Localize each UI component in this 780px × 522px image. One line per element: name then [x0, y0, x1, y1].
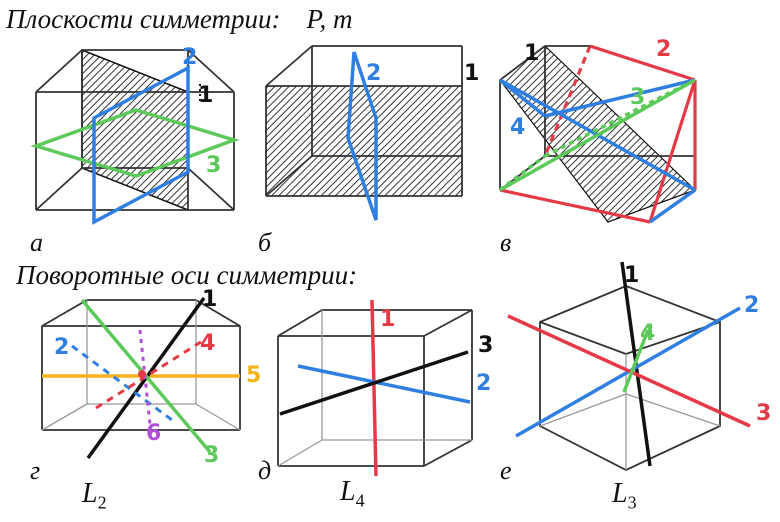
panel-b-num-2: 2: [366, 61, 381, 86]
panel-label-e: е: [500, 456, 512, 485]
panel-g-num-6: 6: [146, 421, 161, 446]
panel-d-num-3: 3: [478, 333, 493, 358]
panel-v-num-1: 1: [524, 41, 539, 66]
panel-b-blue-plane: [346, 51, 378, 221]
panel-g-num-5: 5: [246, 363, 261, 388]
panel-b-cube-edges: [265, 45, 463, 197]
panel-d-num-2: 2: [476, 371, 491, 396]
panel-g-num-2: 2: [54, 335, 69, 360]
panel-v-num-4: 4: [510, 115, 525, 140]
panel-a-num-2: 2: [182, 45, 197, 70]
axis-name-l4: L4: [340, 476, 365, 511]
panel-g-cube-edges: [41, 299, 241, 431]
axes-title: Поворотные оси симметрии:: [16, 260, 358, 290]
panel-a-cube: [30, 48, 240, 225]
panel-d-cube: [277, 299, 473, 477]
panel-d-axis-1: [370, 299, 378, 477]
planes-title-text: Плоскости симметрии:: [6, 4, 281, 34]
panel-e-num-1: 1: [624, 263, 639, 288]
planes-symbols: P, m: [306, 4, 353, 34]
panel-b-cube: [265, 45, 463, 221]
panel-g-axis-6: [138, 329, 152, 425]
panel-e-hexagon: [507, 261, 751, 472]
panel-g-num-3: 3: [204, 443, 219, 468]
panel-d-num-1: 1: [380, 307, 395, 332]
panel-g-num-4: 4: [200, 331, 215, 356]
panel-label-v: в: [500, 228, 512, 257]
axis-name-l3: L3: [612, 478, 637, 513]
panel-e-num-4: 4: [640, 321, 655, 346]
panel-b-shaded-plane: [266, 86, 462, 196]
panel-e-num-3: 3: [756, 401, 771, 426]
panel-g-axis-4: [95, 338, 205, 410]
panel-d-axis-2: [297, 364, 471, 404]
panel-g-cube: [41, 296, 241, 460]
panel-e-num-2: 2: [744, 293, 759, 318]
panel-a-blue-plane: [92, 58, 190, 225]
panel-v-green-plane: [498, 78, 696, 192]
panel-a-shaded-plane: [81, 48, 189, 212]
panel-e-axis-3: [507, 314, 751, 428]
panel-v-cube: [498, 44, 697, 224]
panel-d-axis-3: [279, 350, 469, 416]
panel-g-center: [138, 370, 146, 378]
panel-v-num-3: 3: [630, 85, 645, 110]
panel-label-d: д: [258, 456, 272, 485]
panel-a-num-3: 3: [206, 153, 221, 178]
panel-label-b: б: [258, 228, 272, 257]
panel-a-num-1: 1: [198, 83, 213, 108]
panel-label-g: г: [30, 456, 41, 485]
panel-b-num-1: 1: [464, 61, 479, 86]
axis-name-l2: L2: [82, 478, 107, 513]
panel-e-axis-4: [622, 329, 650, 393]
panel-a-green-plane: [30, 108, 240, 178]
panel-label-a: а: [30, 228, 43, 257]
planes-title: Плоскости симметрии: P, m: [6, 4, 353, 35]
panel-d-cube-edges: [277, 309, 473, 467]
panel-v-num-2: 2: [656, 37, 671, 62]
panel-g-num-1: 1: [202, 287, 217, 312]
